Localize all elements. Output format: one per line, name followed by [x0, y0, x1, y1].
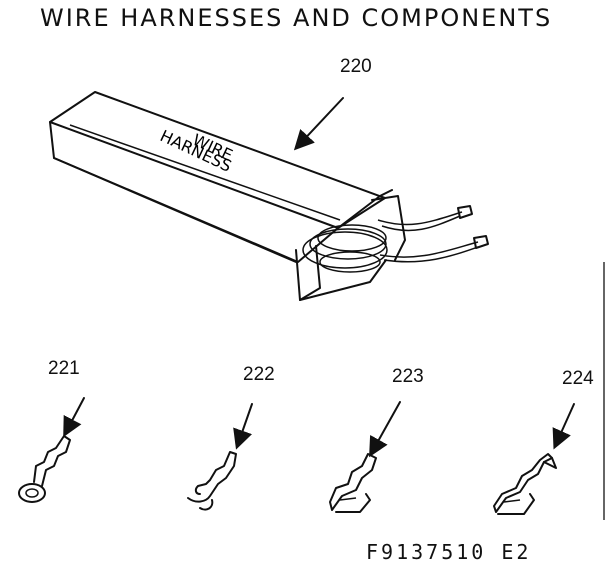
flag-terminal-224: [493, 453, 557, 515]
hook-terminal-222: [187, 451, 237, 511]
page-title: WIRE HARNESSES AND COMPONENTS: [40, 4, 553, 32]
arrow-222: [233, 403, 253, 450]
part-label-224: 224: [562, 368, 594, 389]
arrow-220: [293, 97, 344, 151]
part-label-221: 221: [48, 358, 80, 379]
arrow-223: [369, 401, 401, 458]
wire-harness-box: WIRE HARNESS: [49, 91, 406, 301]
part-label-222: 222: [243, 364, 275, 385]
ring-terminal-221: [18, 435, 71, 503]
quick-connect-terminal-223: [329, 453, 377, 513]
figure-code: F9137510 E2: [366, 540, 532, 564]
wire-coil: [302, 205, 489, 273]
part-label-223: 223: [392, 366, 424, 387]
part-label-220: 220: [340, 56, 372, 77]
arrow-224: [552, 403, 575, 450]
arrow-221: [63, 397, 85, 438]
